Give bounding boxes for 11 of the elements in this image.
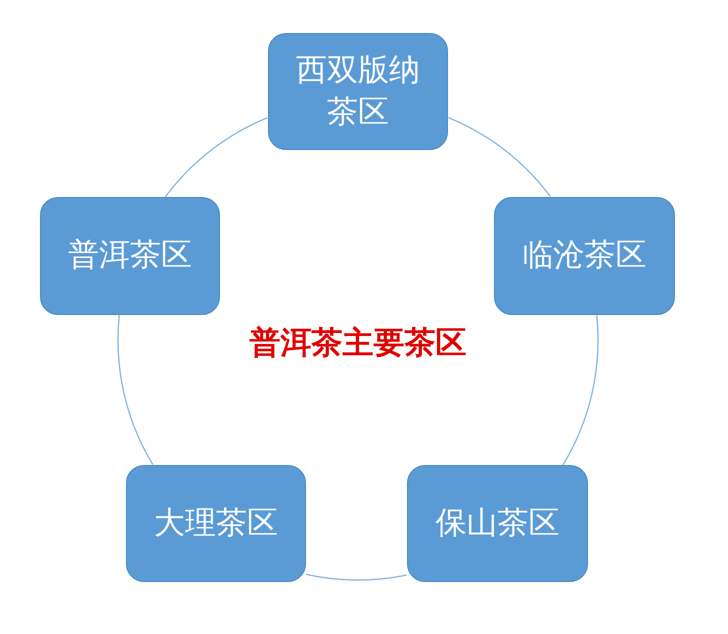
region-box: 大理茶区	[126, 465, 306, 582]
connector-arc	[448, 117, 551, 197]
diagram-title: 普洱茶主要茶区	[248, 324, 468, 363]
region-box: 西双版纳茶区	[268, 33, 448, 150]
connector-arc	[117, 315, 154, 465]
region-box: 保山茶区	[407, 465, 588, 582]
region-box: 普洱茶区	[40, 197, 220, 315]
region-box: 临沧茶区	[494, 197, 675, 315]
connector-arc	[164, 117, 268, 198]
connector-arc	[562, 315, 599, 466]
connector-arc	[306, 574, 407, 581]
